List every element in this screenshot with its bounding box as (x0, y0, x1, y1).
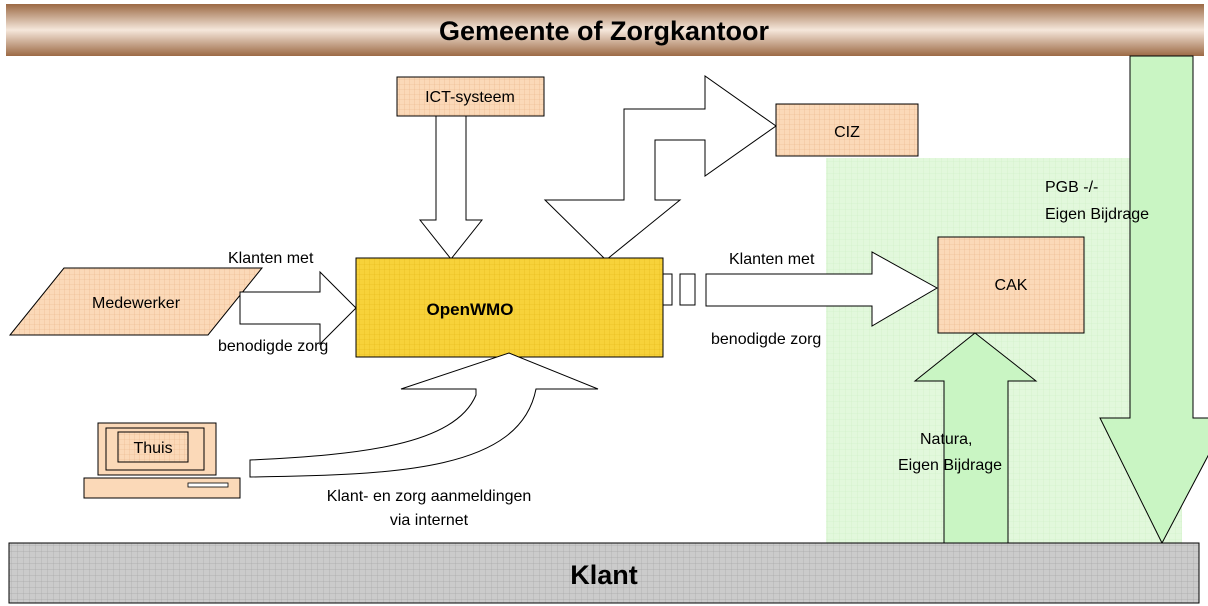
medewerker-shape (8, 267, 264, 336)
thuis-box (117, 431, 189, 463)
pgb-label-line1: PGB -/- (1045, 179, 1098, 196)
right-label-bottom: benodigde zorg (711, 331, 821, 348)
arrow-ict-to-openwmo (418, 115, 484, 260)
internet-label-line2: via internet (390, 512, 469, 529)
ict-system-box (396, 76, 545, 117)
arrow-medewerker-to-openwmo (239, 270, 357, 346)
natura-arrow (913, 332, 1038, 544)
natura-label-line1: Natura, (920, 431, 972, 448)
klant-bar (8, 542, 1200, 604)
cak-box (937, 236, 1085, 334)
medewerker-label: Medewerker (92, 295, 181, 312)
cak-label: CAK (995, 277, 1028, 294)
thuis-label: Thuis (133, 440, 172, 457)
connector-block-2 (679, 273, 696, 306)
right-label-top: Klanten met (729, 251, 815, 268)
connector-block-1 (662, 273, 673, 306)
arrow-openwmo-ciz-shape (543, 75, 777, 261)
internet-label-line1: Klant- en zorg aanmeldingen (327, 488, 532, 505)
header-title: Gemeente of Zorgkantoor (439, 16, 770, 46)
left-label-bottom: benodigde zorg (218, 338, 328, 355)
openwmo-label: OpenWMO (427, 300, 514, 319)
ciz-box (775, 103, 919, 157)
left-label-top: Klanten met (228, 250, 314, 267)
ict-system-label: ICT-systeem (425, 89, 515, 106)
header-banner: Gemeente of Zorgkantoor (6, 4, 1204, 56)
openwmo-box (355, 257, 664, 358)
ciz-label: CIZ (834, 124, 860, 141)
pgb-label-line2: Eigen Bijdrage (1045, 206, 1149, 223)
klant-title: Klant (570, 560, 638, 590)
arrow-internet-to-openwmo (249, 352, 599, 478)
natura-label-line2: Eigen Bijdrage (898, 457, 1002, 474)
computer-icon (83, 422, 241, 499)
arrow-openwmo-to-cak (705, 251, 939, 327)
pgb-arrow (1099, 55, 1208, 545)
